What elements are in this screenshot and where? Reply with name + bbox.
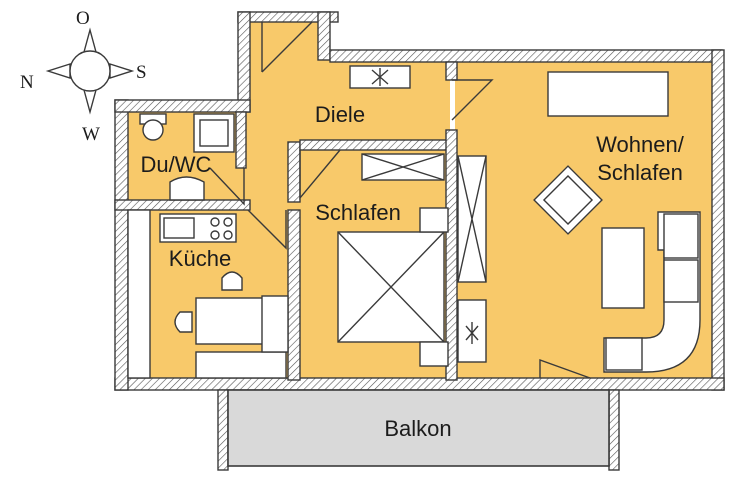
chair-top — [221, 271, 243, 291]
label-wohnen-line2: Schlafen — [597, 160, 683, 185]
bed-cover — [337, 231, 445, 343]
wall-wohnen-door — [445, 61, 458, 81]
wall-left-bath — [114, 99, 129, 391]
chair-left — [174, 311, 193, 333]
wall-right-main — [711, 49, 725, 391]
doors — [209, 21, 591, 379]
compass-rose: O N S W — [20, 8, 147, 145]
compass-west-letter: W — [82, 124, 100, 145]
balcony-rail-left — [217, 389, 229, 471]
compass-north-letter: N — [20, 72, 34, 93]
room-divider-cabinet-x — [465, 322, 479, 344]
wall-left-diele — [237, 11, 251, 113]
door-schlafen — [299, 149, 341, 200]
door-wohnen — [451, 79, 494, 121]
compass-arrow-west — [45, 63, 71, 79]
stove-burner — [210, 217, 220, 227]
compass-arrow-south — [83, 89, 97, 115]
armchair — [533, 165, 603, 235]
balcony-label: Balkon — [384, 416, 451, 441]
nightstand-bottom — [419, 341, 449, 367]
wall-schlafen-left — [287, 141, 301, 203]
stove-burner — [223, 230, 233, 240]
toilet-bowl — [142, 119, 164, 141]
sideboard — [547, 71, 669, 117]
bath-sink-inner — [199, 119, 229, 147]
kitchen-shelf — [195, 351, 287, 379]
wall-bath-kitchen — [114, 199, 251, 211]
sofa-cushion — [663, 259, 699, 303]
compass-arrow-north — [83, 27, 97, 53]
compass-south-letter: S — [136, 62, 147, 83]
stove-burner — [223, 217, 233, 227]
wall-top-main — [329, 49, 723, 63]
label-wohnen-line1: Wohnen/ — [596, 132, 685, 157]
kitchen-sink — [163, 217, 195, 239]
room-divider-wardrobe-x — [457, 155, 487, 283]
room-labels: Diele Du/WC Küche Schlafen Wohnen/ Schla… — [141, 102, 685, 271]
balcony: Balkon — [217, 389, 620, 471]
wall-top-bath — [114, 99, 251, 113]
door-kitchen — [247, 209, 287, 250]
wall-schlafen-right — [445, 129, 458, 381]
compass-east-letter: O — [76, 8, 90, 29]
bath-basin — [169, 176, 205, 201]
stove-burner — [210, 230, 220, 240]
coffee-table — [601, 227, 645, 309]
walls — [114, 11, 725, 391]
kitchen-counter — [127, 209, 151, 379]
wardrobe-x — [361, 153, 445, 181]
compass-circle — [69, 50, 111, 92]
label-kueche: Küche — [169, 246, 231, 271]
door-bath — [209, 167, 245, 206]
wall-right-entrance — [317, 11, 331, 61]
furniture — [127, 65, 701, 379]
door-entrance-swing — [261, 21, 313, 73]
kitchen-table — [195, 297, 265, 345]
sofa-cushion — [605, 337, 643, 371]
wall-schlafen-top — [299, 139, 449, 151]
sofa-cushion — [663, 213, 699, 259]
kitchen-fridge — [261, 295, 289, 353]
balcony-area — [227, 389, 610, 467]
nightstand-top — [419, 207, 449, 233]
diele-cabinet-x — [371, 68, 389, 86]
door-balcony — [539, 359, 591, 379]
wall-bottom-main — [114, 377, 725, 391]
balcony-rail-right — [608, 389, 620, 471]
label-du-wc: Du/WC — [141, 152, 212, 177]
label-schlafen: Schlafen — [315, 200, 401, 225]
wall-bath-right — [235, 111, 247, 169]
wall-kitchen-right — [287, 209, 301, 381]
compass-arrow-east — [109, 63, 135, 79]
label-diele: Diele — [315, 102, 365, 127]
